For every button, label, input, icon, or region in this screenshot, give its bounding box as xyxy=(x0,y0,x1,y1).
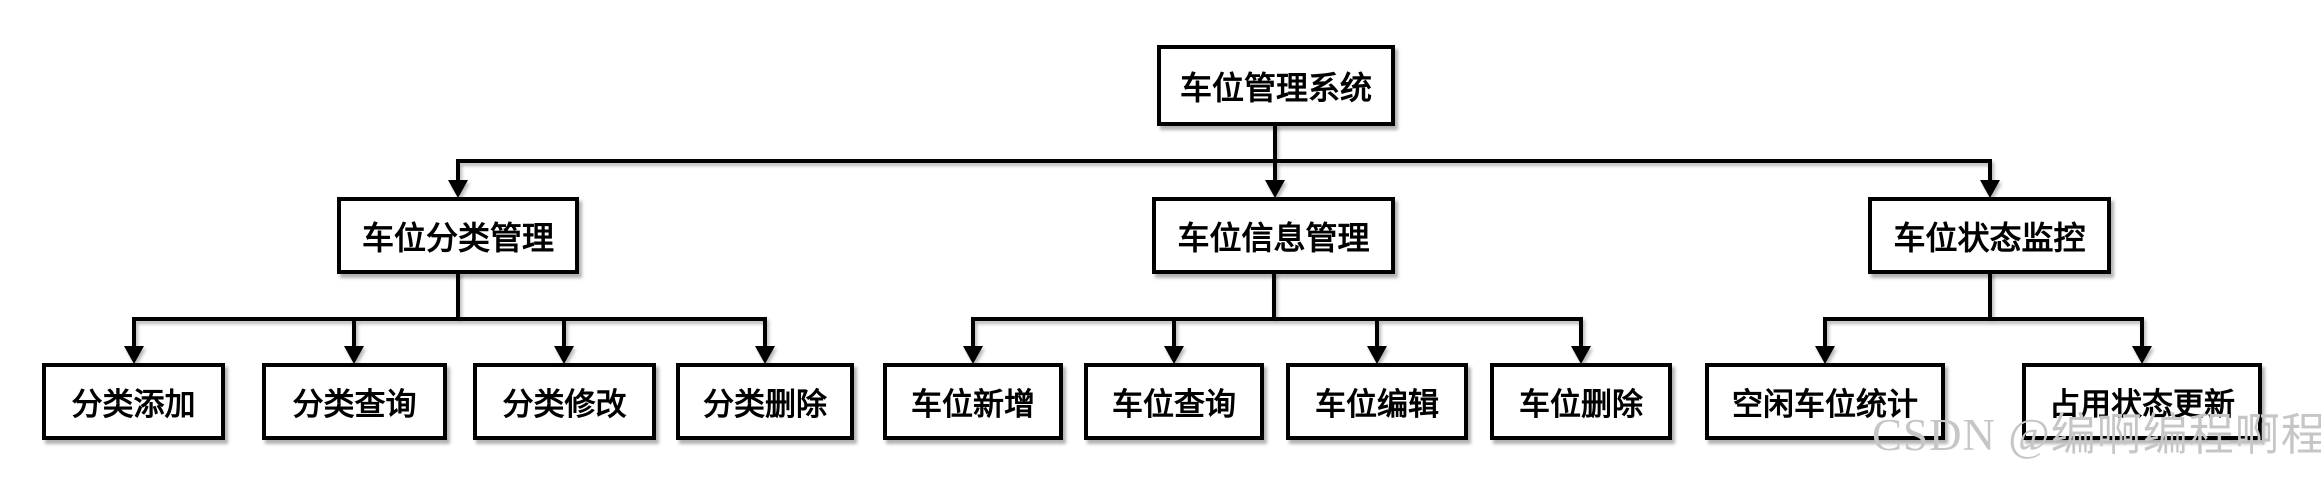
arrowhead xyxy=(1265,180,1285,198)
arrowhead xyxy=(1571,346,1591,364)
node-parking-query: 车位查询 xyxy=(1084,363,1264,440)
arrowhead xyxy=(1367,346,1387,364)
node-parking-edit: 车位编辑 xyxy=(1286,363,1468,440)
arrowhead xyxy=(1815,346,1835,364)
node-category-add: 分类添加 xyxy=(42,363,225,440)
node-parking-delete: 车位删除 xyxy=(1490,363,1672,440)
arrowhead xyxy=(124,346,144,364)
arrowhead xyxy=(344,346,364,364)
node-category-modify: 分类修改 xyxy=(473,363,656,440)
node-free-parking-statistics: 空闲车位统计 xyxy=(1705,363,1945,440)
arrowhead xyxy=(1164,346,1184,364)
arrowhead xyxy=(963,346,983,364)
node-parking-management-system: 车位管理系统 xyxy=(1157,45,1395,126)
node-parking-status-monitoring: 车位状态监控 xyxy=(1868,197,2111,274)
arrowhead xyxy=(554,346,574,364)
arrowhead xyxy=(755,346,775,364)
node-category-delete: 分类删除 xyxy=(676,363,854,440)
node-category-query: 分类查询 xyxy=(262,363,447,440)
node-occupied-status-update: 占用状态更新 xyxy=(2022,363,2262,440)
arrowhead xyxy=(448,180,468,198)
arrowhead xyxy=(1980,180,2000,198)
arrowhead xyxy=(2132,346,2152,364)
node-parking-add: 车位新增 xyxy=(883,363,1063,440)
csdn-watermark: CSDN @编啊编程啊程 xyxy=(1872,410,2321,460)
node-parking-info-management: 车位信息管理 xyxy=(1152,197,1395,274)
node-parking-category-management: 车位分类管理 xyxy=(337,197,579,274)
